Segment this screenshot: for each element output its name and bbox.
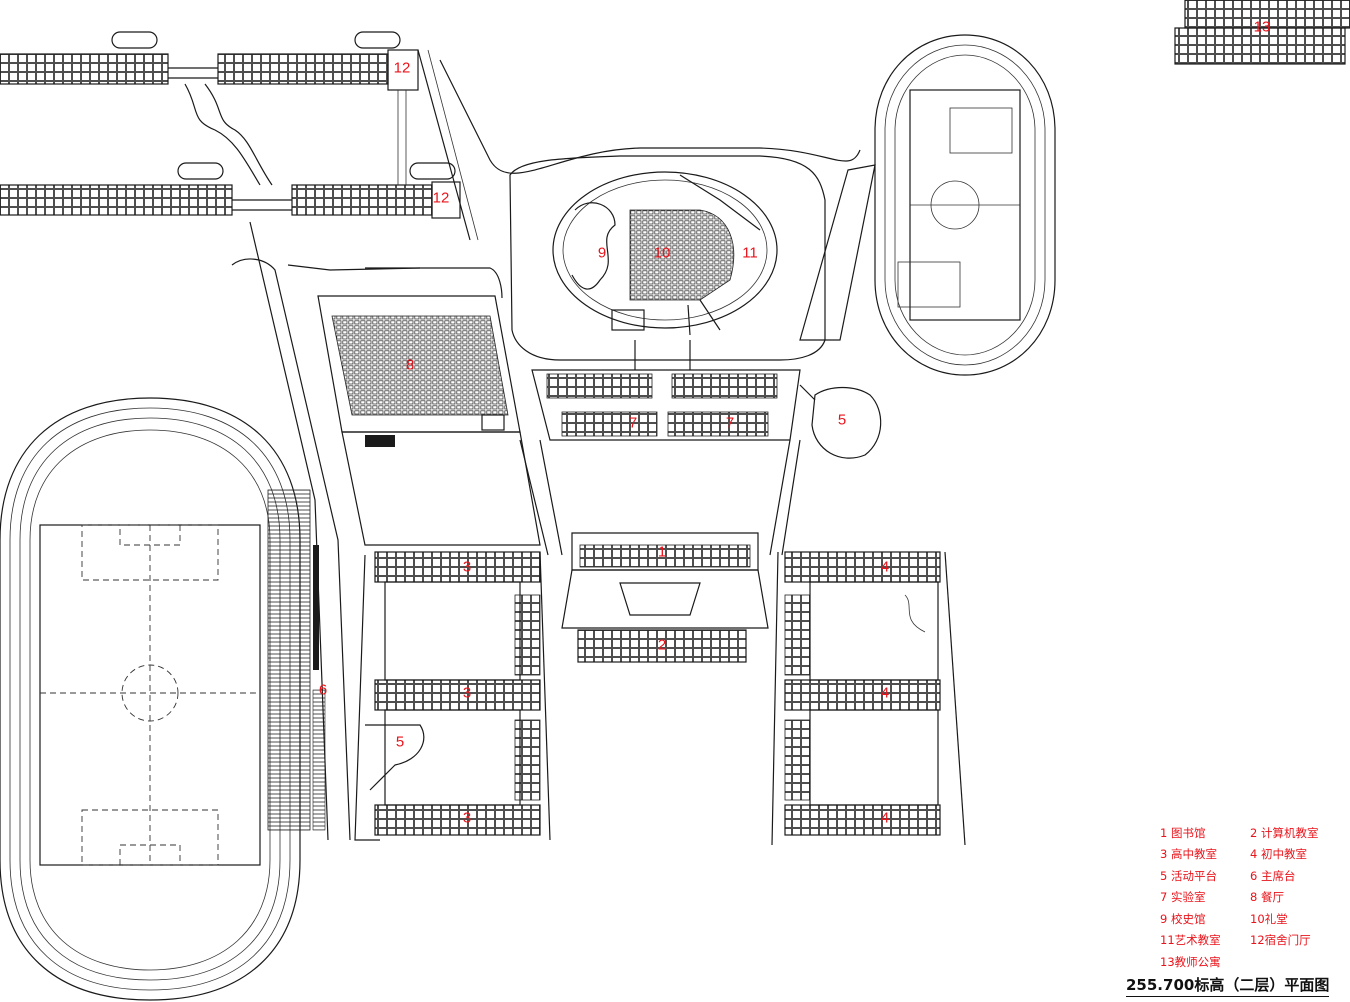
legend-row: 9 校史馆 10礼堂 — [1160, 908, 1340, 930]
zone-label-3c: 3 — [463, 810, 471, 827]
zone-label-8: 8 — [406, 357, 414, 374]
legend-item: 11艺术教室 — [1160, 933, 1221, 948]
legend-item: 4 初中教室 — [1250, 847, 1307, 862]
zone-label-1: 1 — [658, 544, 666, 561]
zone-label-6: 6 — [319, 682, 327, 699]
auditorium — [552, 171, 778, 336]
zone-label-3a: 3 — [463, 559, 471, 576]
legend-row: 1 图书馆 2 计算机教室 — [1160, 822, 1340, 844]
zone-label-12b: 12 — [433, 190, 450, 207]
legend: 1 图书馆 2 计算机教室 3 高中教室 4 初中教室 5 活动平台 6 主席台 7 实验室… — [1160, 822, 1340, 973]
legend-row: 13教师公寓 — [1160, 951, 1340, 973]
zone-label-12a: 12 — [394, 60, 411, 77]
legend-row: 11艺术教室 12宿舍门厅 — [1160, 930, 1340, 952]
zone-label-7a: 7 — [629, 415, 637, 432]
dormitory-blocks — [0, 31, 479, 241]
legend-item: 12宿舍门厅 — [1250, 933, 1311, 948]
zone-label-4a: 4 — [881, 559, 889, 576]
legend-item: 13教师公寓 — [1160, 954, 1221, 969]
corridors — [519, 439, 801, 556]
zone-label-5b: 5 — [396, 734, 404, 751]
road-lines — [231, 59, 861, 841]
teacher-apartments — [1174, 0, 1350, 65]
legend-item: 2 计算机教室 — [1250, 825, 1319, 840]
right-sports-field — [799, 34, 1056, 376]
legend-item: 1 图书馆 — [1160, 825, 1206, 840]
zone-label-11: 11 — [742, 245, 758, 262]
zone-label-2: 2 — [658, 637, 666, 654]
zone-label-4b: 4 — [881, 685, 889, 702]
activity-platform — [799, 384, 882, 459]
dining-hall — [317, 295, 541, 546]
zone-label-7b: 7 — [726, 415, 734, 432]
legend-item: 8 餐厅 — [1250, 890, 1284, 905]
left-sports-field — [0, 397, 326, 1001]
middle-school-classrooms — [771, 551, 966, 846]
legend-row: 7 实验室 8 餐厅 — [1160, 887, 1340, 909]
library-block — [561, 532, 769, 663]
legend-item: 3 高中教室 — [1160, 847, 1217, 862]
legend-row: 3 高中教室 4 初中教室 — [1160, 844, 1340, 866]
legend-item: 5 活动平台 — [1160, 868, 1217, 883]
legend-item: 10礼堂 — [1250, 911, 1288, 926]
plan-title: 255.700标高（二层）平面图 — [1126, 974, 1330, 997]
high-school-classrooms — [354, 551, 551, 841]
legend-item: 6 主席台 — [1250, 868, 1296, 883]
zone-label-9: 9 — [598, 245, 606, 262]
zone-label-4c: 4 — [881, 810, 889, 827]
zone-label-3b: 3 — [463, 685, 471, 702]
legend-item: 7 实验室 — [1160, 890, 1206, 905]
zone-label-10: 10 — [654, 245, 671, 262]
laboratory-block — [531, 340, 801, 441]
zone-label-5a: 5 — [838, 412, 846, 429]
zone-labels: 1 2 3 3 3 4 4 4 5 5 6 7 7 8 9 10 11 12 1… — [319, 19, 1271, 827]
legend-row: 5 活动平台 6 主席台 — [1160, 865, 1340, 887]
legend-item: 9 校史馆 — [1160, 911, 1206, 926]
zone-label-13: 13 — [1254, 19, 1271, 36]
